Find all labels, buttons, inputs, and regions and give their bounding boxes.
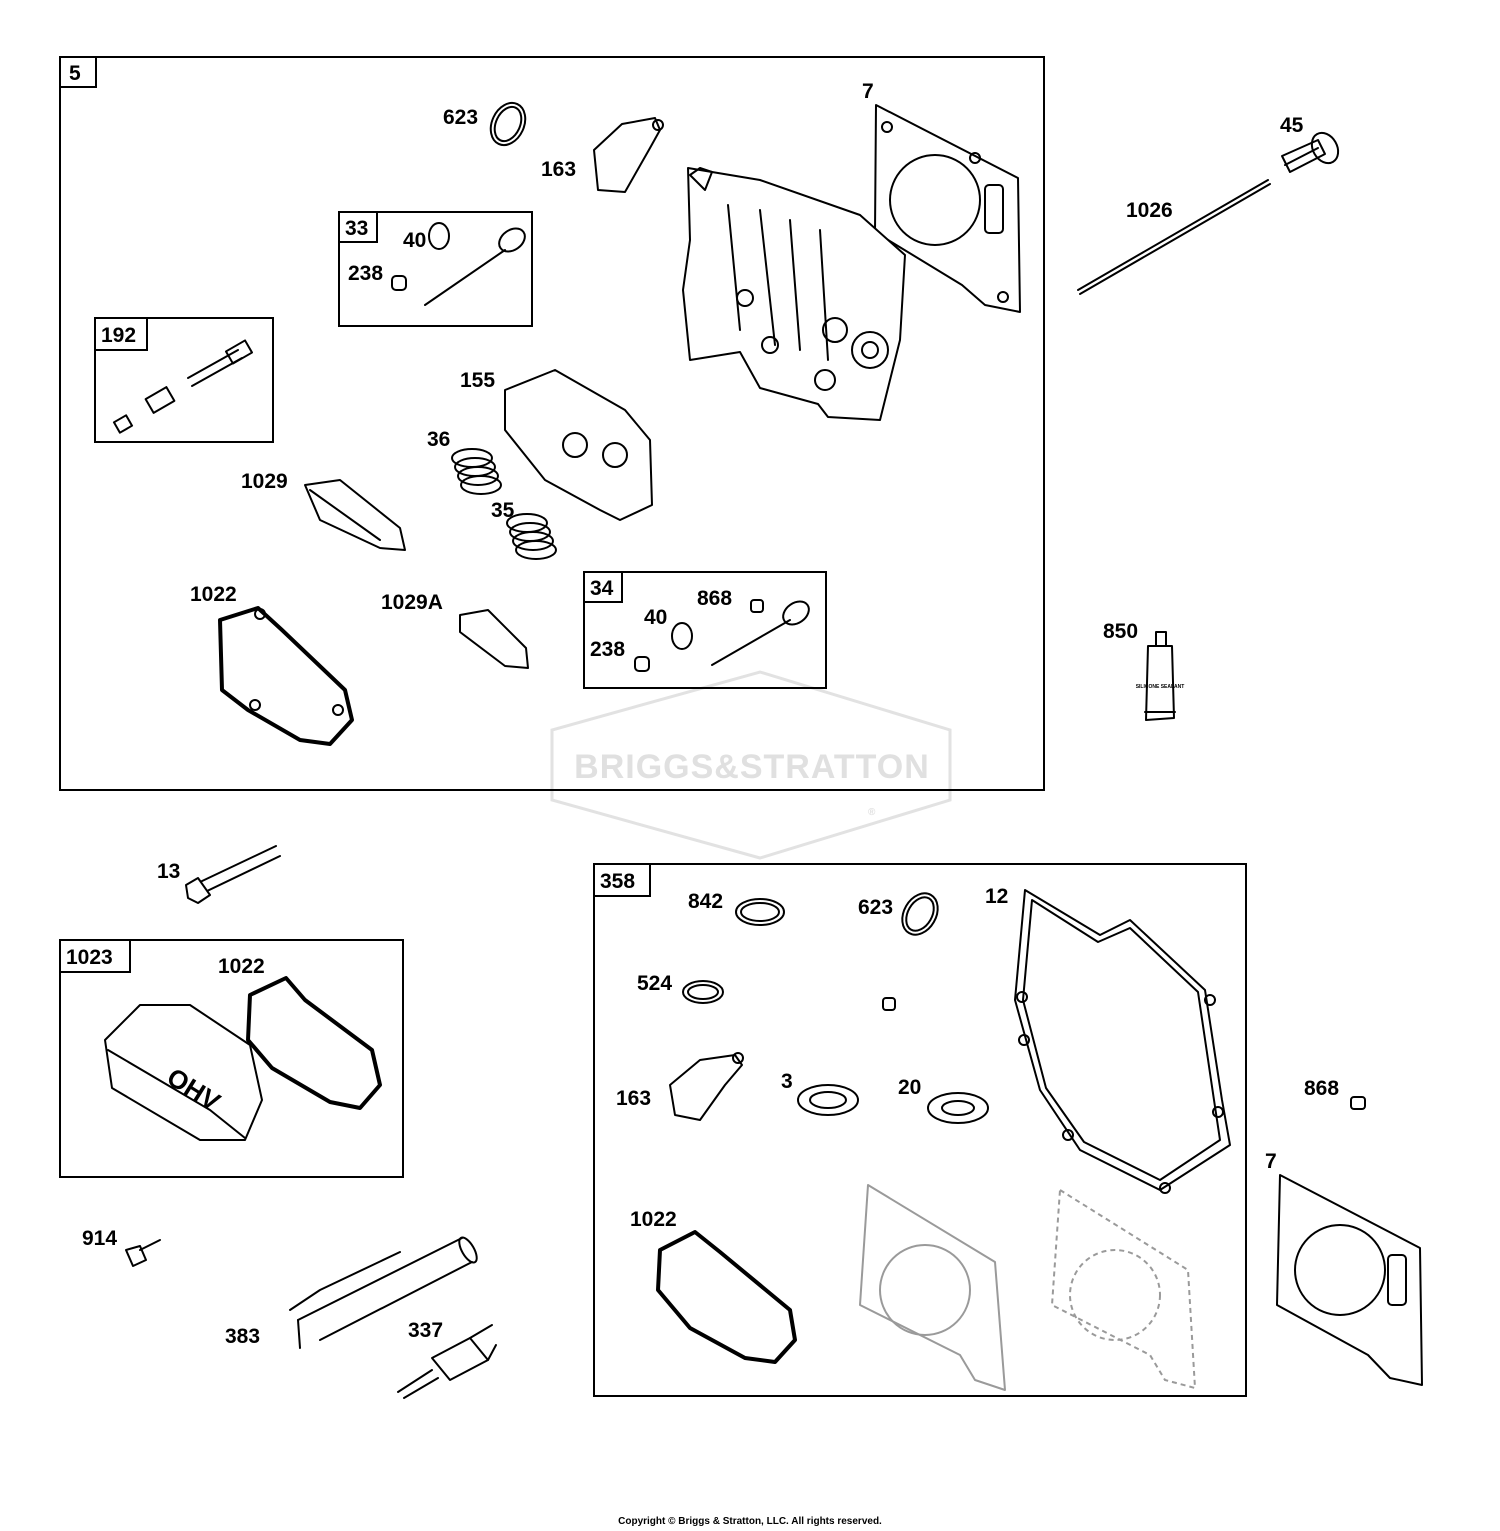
spark-plug-337 (397, 1324, 497, 1399)
rocker-gasket-1022c (656, 1230, 797, 1364)
valve-34 (711, 619, 791, 666)
rocker-gasket-1022 (218, 606, 354, 746)
valve-33 (424, 249, 506, 306)
part-1029-label: 1029 (241, 470, 288, 493)
part-20-label: 20 (898, 1076, 921, 1099)
watermark-reg: ® (868, 807, 876, 818)
group-192-tag (94, 317, 148, 351)
spring-36 (451, 448, 502, 495)
oil-seal-3 (797, 1084, 859, 1116)
part-163b-label: 163 (616, 1087, 651, 1110)
watermark-brand: BRIGGS&STRATTON (574, 748, 930, 786)
plug-868 (750, 599, 764, 613)
retainer-238 (391, 275, 407, 291)
part-1022b-label: 1022 (218, 955, 265, 978)
rocker-plate-155 (504, 369, 653, 521)
screw-914 (125, 1239, 161, 1267)
part-1022c-label: 1022 (630, 1208, 677, 1231)
part-238-label: 238 (348, 262, 383, 285)
part-868-label: 868 (697, 587, 732, 610)
group-34-frame (583, 571, 827, 689)
small-plug (882, 997, 896, 1011)
spring-35 (506, 513, 557, 560)
rocker-pin-192 (112, 414, 134, 434)
part-40b-label: 40 (644, 606, 667, 629)
group-192-label: 192 (101, 324, 136, 347)
part-842-label: 842 (688, 890, 723, 913)
group-5-frame (59, 56, 1045, 791)
plug-868b (1350, 1096, 1366, 1110)
part-163-label: 163 (541, 158, 576, 181)
copyright-notice: Copyright © Briggs & Stratton, LLC. All … (618, 1516, 882, 1527)
bolt-13 (185, 845, 281, 904)
part-850-label: 850 (1103, 620, 1138, 643)
o-ring-524 (682, 980, 724, 1004)
rocker-stud-192 (187, 349, 243, 387)
valve-seal-40 (428, 222, 450, 250)
oil-seal-20 (927, 1092, 989, 1124)
cover-gasket-1022 (246, 976, 382, 1110)
group-192-frame (94, 317, 274, 443)
part-3-label: 3 (781, 1070, 793, 1093)
rocker-nut-192 (144, 386, 176, 414)
part-7b-label: 7 (1265, 1150, 1277, 1173)
group-5-label: 5 (69, 62, 81, 85)
deflector-1029 (304, 479, 406, 551)
group-358-tag (593, 863, 651, 897)
group-33-frame (338, 211, 533, 327)
brand-watermark: BRIGGS&STRATTON ® (550, 670, 952, 860)
cylinder-head (682, 167, 906, 421)
head-gasket-grey (859, 1184, 1006, 1391)
part-623-label: 623 (443, 106, 478, 129)
head-gasket-grey-dashed (1050, 1188, 1197, 1390)
part-238b-label: 238 (590, 638, 625, 661)
pushrod-1026 (1077, 179, 1271, 295)
part-12-label: 12 (985, 885, 1008, 908)
part-1022-label: 1022 (190, 583, 237, 606)
part-35-label: 35 (491, 499, 515, 522)
part-868b-label: 868 (1304, 1077, 1339, 1100)
part-914-label: 914 (82, 1227, 117, 1250)
group-358-frame (593, 863, 1247, 1397)
wrench-383 (289, 1236, 478, 1349)
group-1023-frame (59, 939, 404, 1178)
part-40-label: 40 (403, 229, 426, 252)
head-gasket-7b (1276, 1174, 1423, 1386)
group-34-label: 34 (590, 577, 614, 600)
gasket-163b (669, 1054, 743, 1121)
part-13-label: 13 (157, 860, 180, 883)
retainer-238b (634, 656, 650, 672)
part-524-label: 524 (637, 972, 672, 995)
gasket-163 (593, 117, 661, 193)
group-34-tag (583, 571, 623, 603)
o-ring-623 (489, 101, 527, 147)
part-36-label: 36 (427, 428, 450, 451)
part-1026-label: 1026 (1126, 199, 1173, 222)
part-383-label: 383 (225, 1325, 260, 1348)
group-33-tag (338, 211, 378, 243)
part-155-label: 155 (460, 369, 495, 392)
part-7-label: 7 (862, 80, 874, 103)
group-358-label: 358 (600, 870, 635, 893)
part-1029A-label: 1029A (381, 591, 443, 614)
sealant-tube-text: SILICONE SEALANT (1136, 684, 1185, 690)
crankcase-gasket-12 (1014, 889, 1231, 1194)
group-33-label: 33 (345, 217, 368, 240)
group-1023-tag (59, 939, 131, 973)
part-45-label: 45 (1280, 114, 1304, 137)
valve-seal-40b (671, 622, 693, 650)
o-ring-842 (735, 898, 785, 926)
deflector-1029A (459, 609, 529, 669)
valve-cover-1023 (104, 1004, 263, 1141)
group-1023-label: 1023 (66, 946, 113, 969)
group-5-tag (59, 56, 97, 88)
part-337-label: 337 (408, 1319, 443, 1342)
o-ring-623b (901, 892, 939, 936)
part-623b-label: 623 (858, 896, 893, 919)
sealant-tube-850 (1144, 631, 1176, 721)
